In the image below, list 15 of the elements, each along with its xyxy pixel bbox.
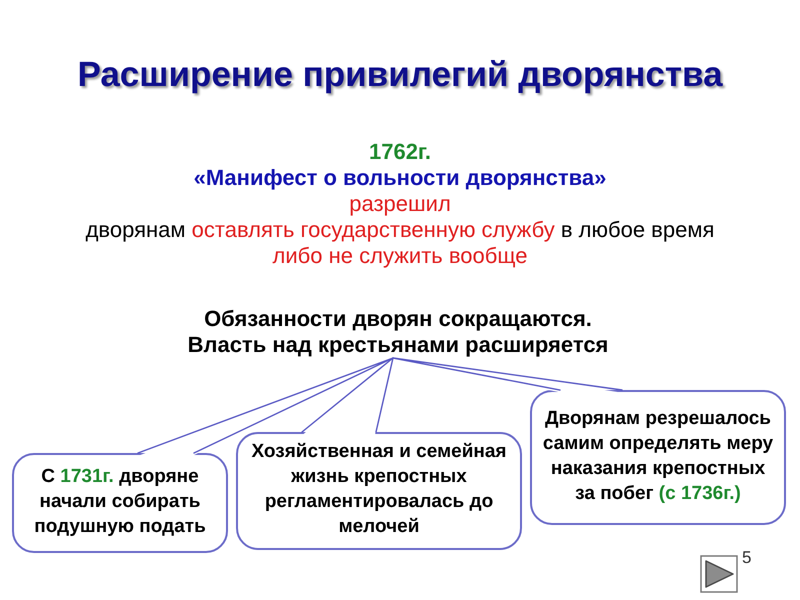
- callout-tail: [137, 357, 394, 454]
- callout-text: Дворянам резрешалось самим определять меру наказания крепостных за побег (с 1736г.): [542, 406, 774, 506]
- document-name: «Манифест о вольности дворянства»: [194, 165, 606, 191]
- highlighted-text: разрешил: [349, 191, 451, 217]
- callout-text: Хозяйственная и семейная жизнь крепостных регламентировалась до мелочей: [250, 440, 508, 539]
- year-text: 1762г.: [368, 139, 431, 165]
- body-text: дворянам оставлять государственную службу в любое время: [86, 217, 714, 243]
- slide-title: Расширение привилегий дворянства: [76, 54, 724, 96]
- callout-text: С 1731г. дворяне начали собирать подушную подать: [33, 464, 207, 538]
- heading-text: Обязанности дворян сокращаются. Власть над крестьянами расширяется: [176, 306, 620, 358]
- highlighted-text: либо не служить вообще: [272, 243, 528, 269]
- callout-tail: [392, 357, 623, 391]
- callout-tail: [301, 357, 394, 433]
- callout-box: [12, 453, 228, 553]
- page-number: 5: [742, 548, 752, 568]
